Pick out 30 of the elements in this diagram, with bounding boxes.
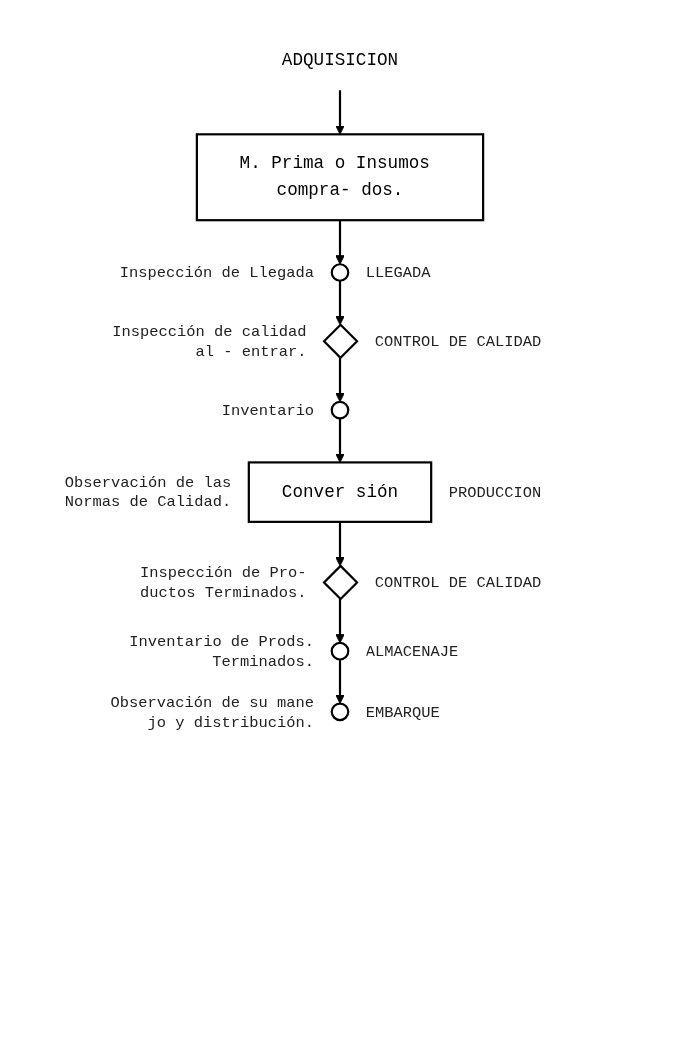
inspection-note: Inspección de Llegada [119, 262, 315, 283]
stage-label: CONTROL DE CALIDAD [374, 331, 542, 352]
inspection-note: Observación de su mane jo y distribución. [109, 692, 315, 732]
stage-label: ALMACENAJE [365, 641, 459, 662]
stage-label: CONTROL DE CALIDAD [374, 572, 542, 593]
process-box: M. Prima o Insumos compra- dos. [195, 133, 485, 222]
inspection-note: Inspección de calidad al - entrar. [111, 321, 307, 362]
circle-node [330, 641, 350, 661]
inspection-note: Observación de las Normas de Calidad. [63, 472, 232, 512]
stage-label: LLEGADA [365, 262, 431, 283]
stage-label: PRODUCCION [448, 482, 542, 503]
arrow [335, 357, 345, 403]
arrow [335, 521, 345, 567]
inspection-note: Inventario de Prods. Terminados. [128, 631, 315, 672]
arrow [335, 280, 345, 326]
arrow [335, 90, 345, 135]
decision-diamond [322, 323, 359, 360]
circle-node [330, 263, 350, 282]
inspection-note: Inventario [221, 400, 315, 421]
arrow [335, 418, 345, 463]
process-box: Conver sión [247, 461, 433, 523]
circle-node [330, 702, 350, 722]
stage-label: EMBARQUE [365, 702, 440, 722]
inspection-note: Inspección de Pro- ductos Terminados. [138, 562, 307, 603]
stage-label: ADQUISICION [281, 50, 399, 71]
arrow [335, 598, 345, 644]
decision-diamond [322, 564, 359, 601]
arrow [335, 659, 345, 704]
arrow [335, 220, 345, 265]
circle-node [330, 400, 350, 420]
